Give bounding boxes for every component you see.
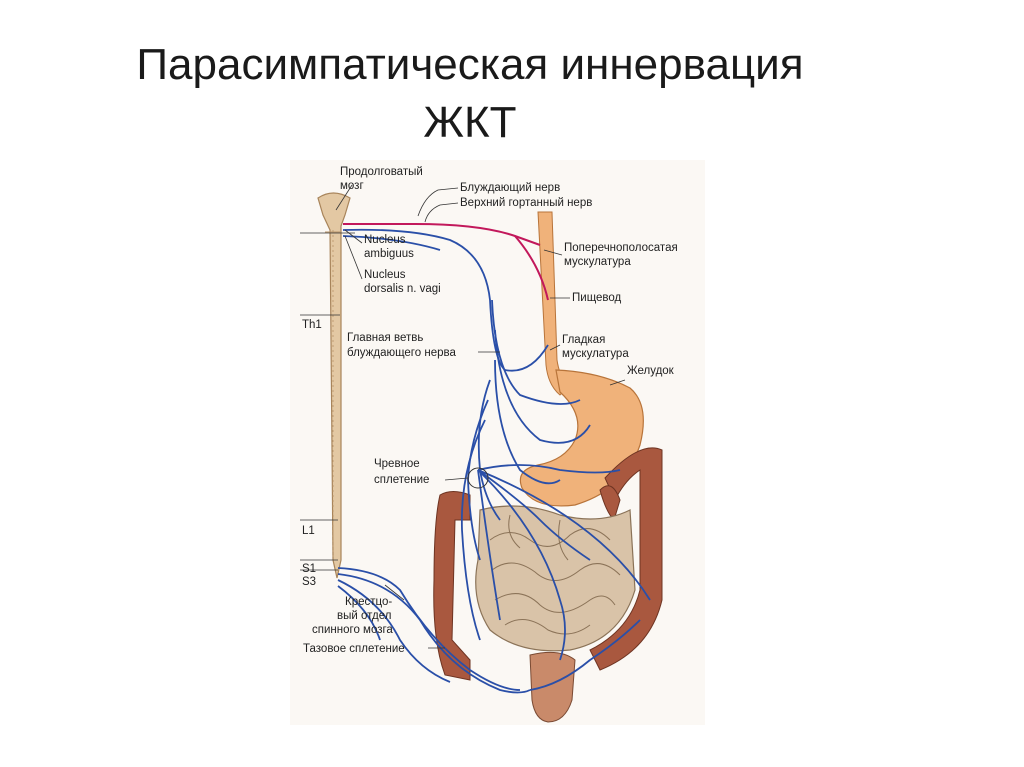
label-ambiguus-2: ambiguus (364, 248, 414, 260)
label-striated-1: Поперечнополосатая (564, 242, 678, 254)
laryngeal-nerve (343, 223, 549, 301)
label-main-branch-2: блуждающего нерва (347, 347, 456, 359)
label-sacral-1: Крестцо- (345, 596, 392, 608)
label-striated-2: мускулатура (564, 256, 631, 268)
level-markers (300, 232, 355, 571)
label-medulla-2: мозг (340, 180, 364, 192)
label-dorsalis-1: Nucleus (364, 269, 406, 281)
page-title: Парасимпатическая иннервация ЖКТ (70, 36, 870, 152)
title-line-1: Парасимпатическая иннервация (136, 40, 804, 89)
level-th1: Th1 (302, 319, 322, 331)
label-celiac-1: Чревное (374, 458, 420, 470)
label-stomach: Желудок (627, 365, 675, 377)
label-celiac-2: сплетение (374, 474, 429, 486)
label-sacral-3: спинного мозга (312, 624, 393, 636)
label-dorsalis-2: dorsalis n. vagi (364, 283, 441, 295)
sacral-nerves (337, 567, 641, 694)
label-pelvic: Тазовое сплетение (303, 643, 405, 655)
level-s1: S1 (302, 563, 316, 575)
level-l1: L1 (302, 525, 315, 537)
leader-lines (335, 184, 626, 649)
label-esophagus: Пищевод (572, 292, 622, 304)
label-medulla-1: Продолговатый (340, 166, 423, 178)
label-sacral-2: вый отдел (337, 610, 391, 622)
label-laryngeal: Верхний гортанный нерв (460, 197, 592, 209)
label-smooth-2: мускулатура (562, 348, 629, 360)
label-vagus: Блуждающий нерв (460, 182, 560, 194)
small-intestine (475, 505, 636, 652)
colon (433, 447, 663, 681)
title-line-2: ЖКТ (423, 98, 517, 147)
label-ambiguus-1: Nucleus (364, 234, 406, 246)
label-main-branch-1: Главная ветвь (347, 332, 423, 344)
level-s3: S3 (302, 576, 316, 588)
rectum (529, 651, 576, 723)
label-smooth-1: Гладкая (562, 334, 605, 346)
